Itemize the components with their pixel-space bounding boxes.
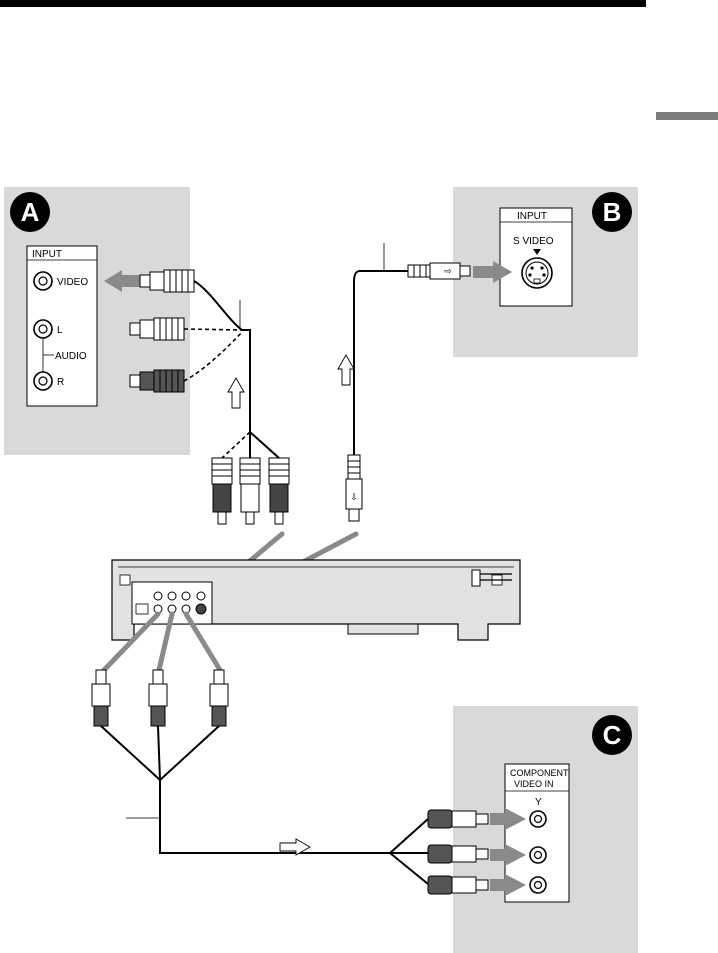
panel-c-tv-component: C COMPONENT VIDEO IN Y	[428, 706, 638, 953]
audio-r-label: R	[57, 377, 64, 388]
component-plugs-vertical	[92, 670, 228, 726]
rca-plug-vertical-1	[212, 458, 232, 524]
component-label-line-2: VIDEO IN	[514, 779, 554, 789]
svideo-jack	[522, 258, 552, 288]
dvd-player-rear	[112, 560, 520, 640]
video-jack-label: VIDEO	[57, 277, 88, 288]
audio-video-cable	[184, 281, 279, 458]
svideo-cable	[338, 243, 408, 455]
component-plug-vertical-2	[149, 670, 167, 726]
component-jack-pb	[530, 847, 546, 863]
component-plug-vertical-3	[210, 670, 228, 726]
audio-r-jack	[34, 372, 52, 390]
svideo-label: S VIDEO	[513, 236, 554, 247]
rca-plugs-vertical-av	[212, 458, 289, 524]
svideo-plug-vertical-mark: ⇩	[350, 492, 358, 502]
av-flow-arrow	[228, 378, 244, 408]
audio-label: AUDIO	[55, 351, 87, 362]
badge-a-letter: A	[21, 197, 40, 227]
rca-plug-vertical-3	[269, 458, 289, 524]
svideo-input-title: INPUT	[517, 211, 547, 222]
component-y-label: Y	[535, 797, 542, 808]
svideo-plug-mark: ⇨	[444, 266, 452, 276]
component-jack-pr	[530, 877, 546, 893]
panel-a-tv-audio-video: A INPUT VIDEO L AUDIO R	[4, 187, 194, 455]
audio-l-label: L	[57, 325, 63, 336]
svideo-input-box	[500, 208, 572, 306]
component-label-line-1: COMPONENT	[510, 768, 569, 778]
badge-c-letter: C	[603, 720, 622, 750]
component-cable	[101, 726, 428, 884]
audio-l-jack	[34, 320, 52, 338]
component-jack-y	[530, 811, 546, 827]
rca-plug-vertical-2	[240, 458, 260, 524]
component-plug-vertical-1	[92, 670, 110, 726]
tv-input-title: INPUT	[32, 249, 62, 260]
video-jack	[34, 272, 52, 290]
badge-b-letter: B	[603, 197, 622, 227]
svideo-plug-vertical: ⇩	[346, 455, 362, 521]
svideo-flow-arrow	[338, 355, 354, 385]
